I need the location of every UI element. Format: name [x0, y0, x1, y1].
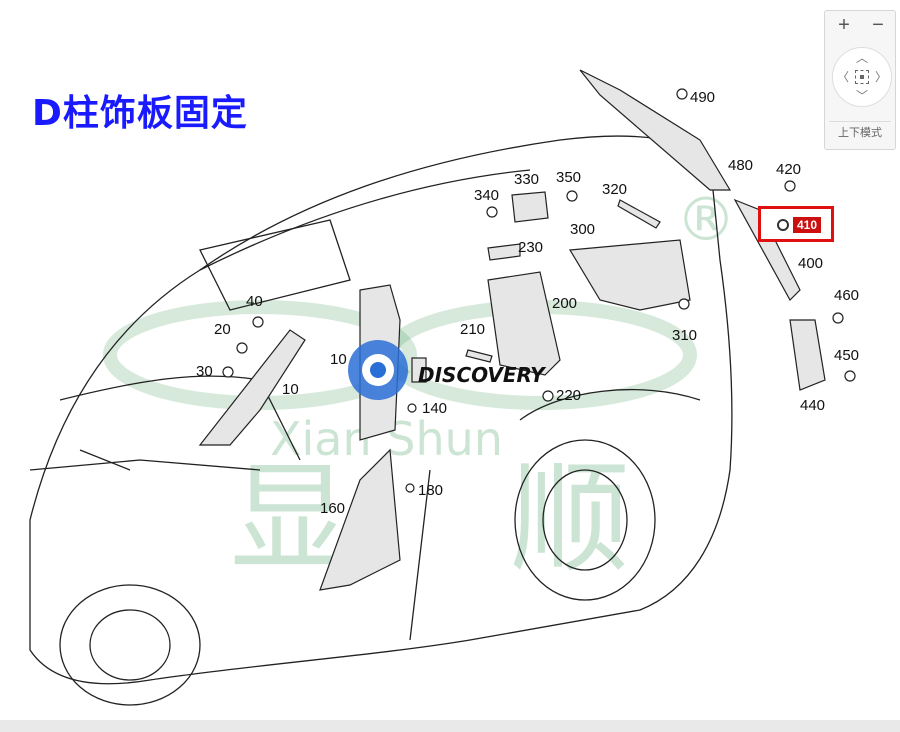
callout-310: 310 — [672, 327, 697, 344]
callout-180: 180 — [418, 482, 443, 499]
callout-460: 460 — [834, 287, 859, 304]
pan-control: ︿ ﹀ 〈 〉 — [832, 47, 892, 107]
bottom-scrollbar[interactable] — [0, 720, 900, 732]
clip-icon — [777, 219, 789, 231]
highlight-label: 410 — [793, 217, 822, 233]
callout-480: 480 — [728, 157, 753, 174]
callout-40: 40 — [246, 293, 263, 310]
callout-490: 490 — [690, 89, 715, 106]
callout-30: 30 — [196, 363, 213, 380]
part-c-pillar — [487, 271, 561, 376]
part-a-pillar — [198, 329, 306, 446]
callout-300: 300 — [570, 221, 595, 238]
pan-left-icon[interactable]: 〈 — [836, 70, 849, 84]
callout-230: 230 — [518, 239, 543, 256]
part-lamp — [511, 191, 549, 223]
callout-330: 330 — [514, 171, 539, 188]
callout-10: 10 — [282, 381, 299, 398]
reset-view-icon[interactable] — [855, 70, 869, 84]
zoom-in-button[interactable]: + — [838, 14, 850, 36]
callout-400: 400 — [798, 255, 823, 272]
part-d-pillar — [733, 198, 801, 301]
zoom-out-button[interactable]: − — [872, 14, 884, 36]
pan-down-icon[interactable]: ﹀ — [855, 89, 868, 103]
callout-220: 220 — [556, 387, 581, 404]
zoom-panel: + − ︿ ﹀ 〈 〉 上下模式 — [824, 10, 896, 150]
page-title: D柱饰板固定 — [32, 93, 248, 134]
watermark-char-2: 顺 — [510, 450, 630, 589]
callout-340: 340 — [474, 187, 499, 204]
watermark-registered: ® — [676, 185, 736, 255]
part-strip-320 — [617, 199, 661, 229]
callout-140: 140 — [422, 400, 447, 417]
part-d-pillar-lower — [789, 319, 826, 391]
logo-text: DISCOVERY — [418, 363, 547, 387]
callout-440: 440 — [800, 397, 825, 414]
callout-320: 320 — [602, 181, 627, 198]
car-outline — [29, 135, 733, 706]
callout-20: 20 — [214, 321, 231, 338]
callout-420: 420 — [776, 161, 801, 178]
fasteners — [222, 88, 856, 493]
discovery-logo: DISCOVERY — [348, 340, 547, 400]
part-clip-230 — [487, 243, 521, 261]
callout-450: 450 — [834, 347, 859, 364]
highlight-box[interactable]: 410 — [758, 206, 834, 242]
mode-toggle-button[interactable]: 上下模式 — [829, 121, 891, 144]
part-d-pillar-upper — [568, 239, 691, 311]
callout-160: 160 — [320, 500, 345, 517]
callout-100: 10 — [330, 351, 347, 368]
part-b-pillar-lower — [319, 448, 401, 591]
pan-up-icon[interactable]: ︿ — [855, 51, 868, 65]
callout-210: 210 — [460, 321, 485, 338]
part-vent — [411, 357, 427, 383]
callout-200: 200 — [552, 295, 577, 312]
part-roof-rail — [579, 69, 732, 191]
part-strip-210 — [465, 349, 493, 363]
pan-right-icon[interactable]: 〉 — [874, 70, 887, 84]
callout-350: 350 — [556, 169, 581, 186]
